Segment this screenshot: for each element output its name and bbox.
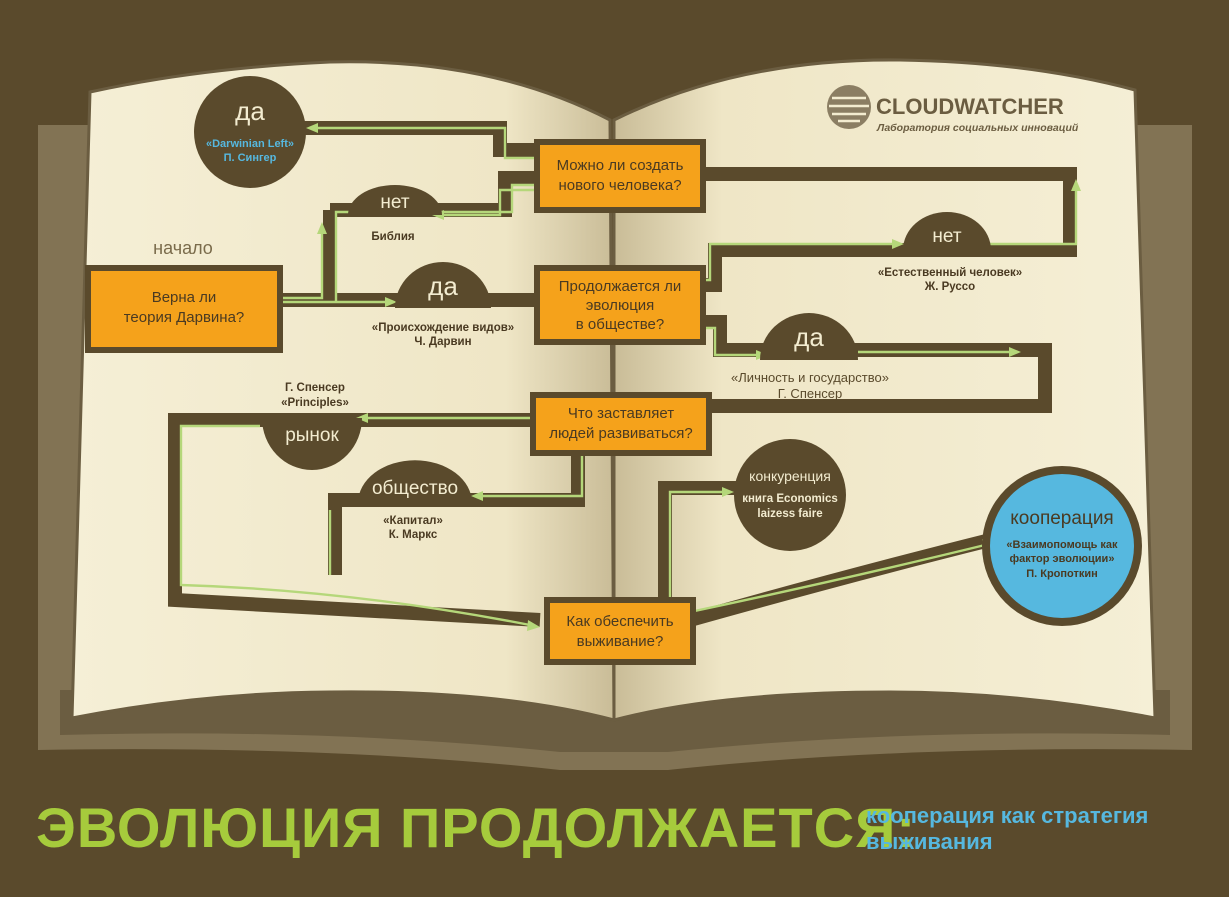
svg-text:выживание?: выживание? xyxy=(577,633,664,650)
answer-no-right: нет «Естественный человек» Ж. Руссо xyxy=(878,212,1022,293)
svg-text:в обществе?: в обществе? xyxy=(576,316,664,333)
svg-text:Что заставляет: Что заставляет xyxy=(568,405,674,422)
svg-text:Библия: Библия xyxy=(371,231,414,243)
svg-text:Как обеспечить: Как обеспечить xyxy=(566,613,673,630)
svg-text:фактор эволюции»: фактор эволюции» xyxy=(1010,553,1115,565)
brand-logo: CLOUDWATCHER Лаборатория социальных инно… xyxy=(827,85,1079,134)
answer-yes-top: да «Darwinian Left» П. Сингер xyxy=(194,76,306,188)
svg-text:эволюция: эволюция xyxy=(586,297,655,314)
svg-text:«Личность и государство»: «Личность и государство» xyxy=(731,370,889,385)
brand-name: CLOUDWATCHER xyxy=(876,94,1064,119)
svg-text:П. Кропоткин: П. Кропоткин xyxy=(1026,568,1098,580)
svg-text:Ж. Руссо: Ж. Руссо xyxy=(924,281,975,293)
svg-text:рынок: рынок xyxy=(285,425,339,446)
svg-text:«Principles»: «Principles» xyxy=(281,397,349,409)
svg-text:Верна ли: Верна ли xyxy=(152,289,217,306)
svg-text:«Естественный человек»: «Естественный человек» xyxy=(878,267,1022,279)
svg-text:общество: общество xyxy=(372,478,458,499)
answer-competition: конкуренция книга Economics laizess fair… xyxy=(734,439,846,551)
answer-yes-darwin: да «Происхождение видов» Ч. Дарвин xyxy=(372,262,514,348)
svg-text:людей развиваться?: людей развиваться? xyxy=(549,425,693,442)
answer-society: общество «Капитал» К. Маркс xyxy=(358,460,472,541)
svg-text:«Взаимопомощь как: «Взаимопомощь как xyxy=(1006,539,1118,551)
svg-text:кооперация: кооперация xyxy=(1010,508,1113,529)
svg-text:Г. Спенсер: Г. Спенсер xyxy=(285,382,345,394)
svg-text:нет: нет xyxy=(380,192,409,213)
svg-text:теория Дарвина?: теория Дарвина? xyxy=(124,309,245,326)
svg-text:«Darwinian Left»: «Darwinian Left» xyxy=(206,138,294,150)
question-survive: Как обеспечить выживание? xyxy=(544,597,696,665)
svg-text:нового человека?: нового человека? xyxy=(558,177,681,194)
start-label: начало xyxy=(153,238,213,258)
answer-yes-right: да «Личность и государство» Г. Спенсер xyxy=(731,313,889,401)
svg-text:да: да xyxy=(235,96,265,126)
question-evolution: Продолжается ли эволюция в обществе? xyxy=(534,265,706,345)
svg-text:да: да xyxy=(428,271,458,301)
svg-text:laizess faire: laizess faire xyxy=(757,508,822,520)
svg-text:Продолжается ли: Продолжается ли xyxy=(559,278,682,295)
brand-tagline: Лаборатория социальных инноваций xyxy=(876,122,1079,134)
answer-no-top: нет Библия xyxy=(348,185,442,243)
svg-text:конкуренция: конкуренция xyxy=(749,468,831,484)
svg-text:П. Сингер: П. Сингер xyxy=(224,152,277,164)
subtitle: кооперация как стратегия выживания xyxy=(866,803,1149,854)
svg-text:нет: нет xyxy=(932,226,961,247)
svg-text:книга Economics: книга Economics xyxy=(742,493,838,505)
main-title: ЭВОЛЮЦИЯ ПРОДОЛЖАЕТСЯ: xyxy=(36,796,917,859)
answer-market: рынок Г. Спенсер «Principles» xyxy=(262,382,362,470)
svg-text:Г. Спенсер: Г. Спенсер xyxy=(778,386,842,401)
question-new-man: Можно ли создать нового человека? xyxy=(534,139,706,213)
question-develop: Что заставляет людей развиваться? xyxy=(530,392,712,456)
svg-text:«Капитал»: «Капитал» xyxy=(383,515,443,527)
svg-text:«Происхождение видов»: «Происхождение видов» xyxy=(372,322,514,334)
answer-cooperation: кооперация «Взаимопомощь как фактор эвол… xyxy=(982,466,1142,626)
svg-text:да: да xyxy=(794,322,824,352)
svg-text:К. Маркс: К. Маркс xyxy=(389,529,438,541)
svg-text:Можно ли создать: Можно ли создать xyxy=(557,157,684,174)
question-darwin: Верна ли теория Дарвина? xyxy=(85,265,283,353)
svg-text:Ч. Дарвин: Ч. Дарвин xyxy=(414,336,471,348)
